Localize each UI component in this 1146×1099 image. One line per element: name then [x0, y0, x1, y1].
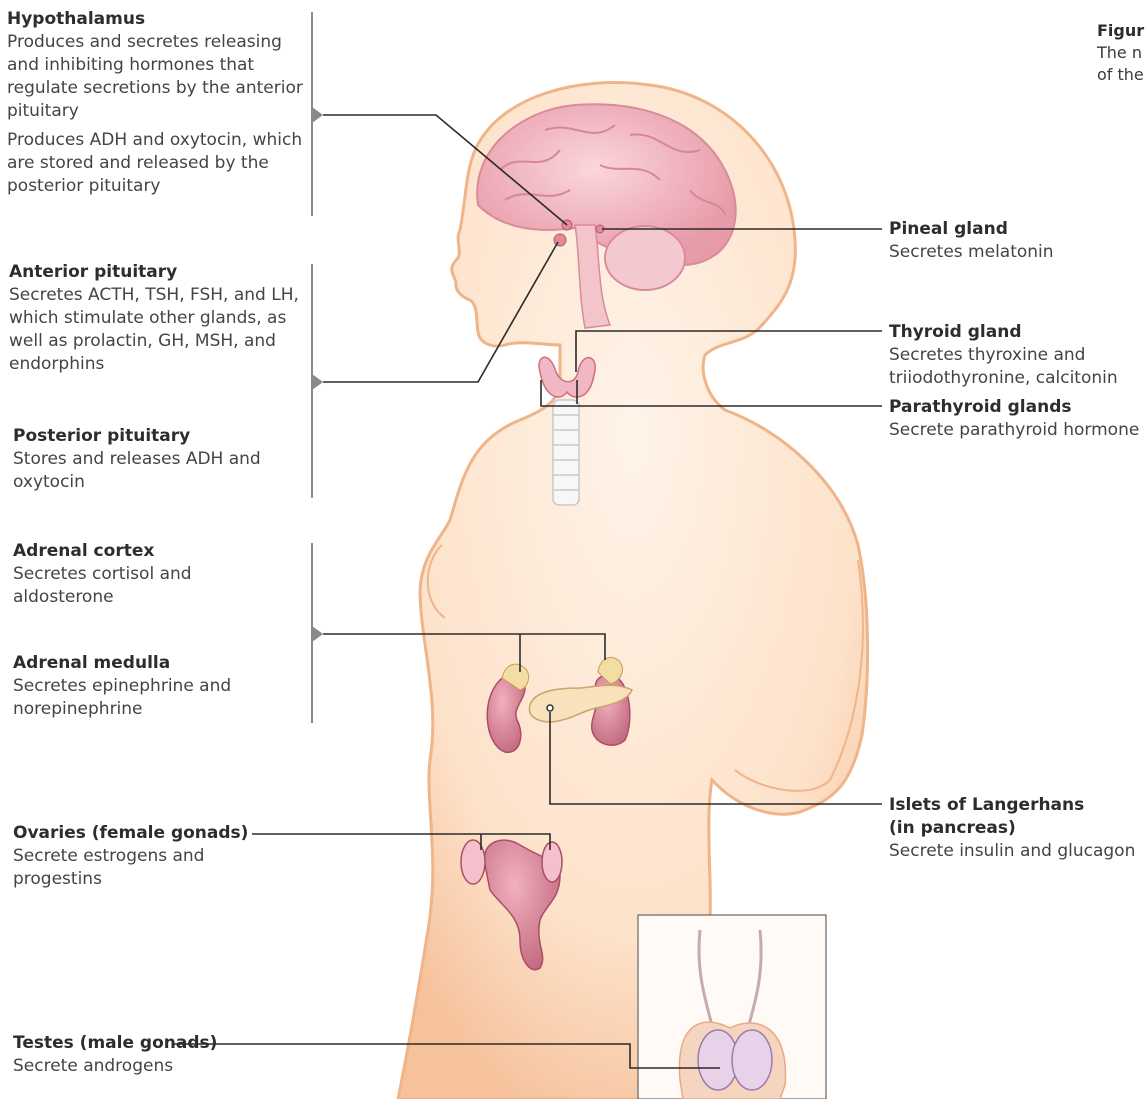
adrenal-cortex-label: Adrenal cortex Secretes cortisol and ald…	[13, 540, 283, 609]
adrenal-cortex-desc: Secretes cortisol and aldosterone	[13, 563, 203, 609]
anterior-pituitary-title: Anterior pituitary	[9, 261, 304, 284]
thyroid-desc: Secretes thyroxine and triiodothyronine,…	[889, 344, 1144, 390]
islets-label: Islets of Langerhans (in pancreas) Secre…	[889, 794, 1146, 863]
testes-label: Testes (male gonads) Secrete androgens	[13, 1032, 253, 1078]
parathyroid-label: Parathyroid glands Secrete parathyroid h…	[889, 396, 1146, 442]
right-testis	[732, 1030, 772, 1090]
parathyroid-desc: Secrete parathyroid hormone	[889, 419, 1146, 442]
hypothalamus-desc1: Produces and secretes releasing and inhi…	[7, 31, 305, 123]
hypothalamus-title: Hypothalamus	[7, 8, 305, 31]
ovaries-title: Ovaries (female gonads)	[13, 822, 253, 845]
thyroid-label: Thyroid gland Secretes thyroxine and tri…	[889, 321, 1144, 390]
parathyroid-title: Parathyroid glands	[889, 396, 1146, 419]
adrenal-medulla-label: Adrenal medulla Secretes epinephrine and…	[13, 652, 283, 721]
hypothalamus-pointer	[312, 107, 323, 123]
adrenal-pointer	[312, 626, 323, 642]
anterior-pituitary-label: Anterior pituitary Secretes ACTH, TSH, F…	[9, 261, 304, 376]
caption-title: Figur	[1097, 20, 1144, 42]
caption-line1: The n	[1097, 42, 1144, 64]
cerebellum	[605, 226, 685, 290]
hypothalamus-label: Hypothalamus Produces and secretes relea…	[7, 8, 305, 198]
pituitary-mark	[554, 234, 566, 246]
pineal-title: Pineal gland	[889, 218, 1144, 241]
pineal-desc: Secretes melatonin	[889, 241, 1144, 264]
islet-mark	[547, 705, 553, 711]
ovaries-desc: Secrete estrogens and progestins	[13, 845, 218, 891]
testes-title: Testes (male gonads)	[13, 1032, 253, 1055]
thyroid-title: Thyroid gland	[889, 321, 1144, 344]
pituitary-pointer	[312, 374, 323, 390]
pituitary-bracket	[311, 264, 313, 498]
caption-line2: of the	[1097, 64, 1144, 86]
hypothalamus-bracket	[311, 12, 313, 216]
islets-title2: (in pancreas)	[889, 817, 1146, 840]
islets-title1: Islets of Langerhans	[889, 794, 1146, 817]
ovaries-label: Ovaries (female gonads) Secrete estrogen…	[13, 822, 253, 891]
islets-desc: Secrete insulin and glucagon	[889, 840, 1146, 863]
testes-desc: Secrete androgens	[13, 1055, 253, 1078]
adrenal-medulla-title: Adrenal medulla	[13, 652, 283, 675]
right-ovary	[542, 842, 562, 882]
posterior-pituitary-title: Posterior pituitary	[13, 425, 303, 448]
adrenal-bracket	[311, 543, 313, 723]
posterior-pituitary-label: Posterior pituitary Stores and releases …	[13, 425, 303, 494]
adrenal-medulla-desc: Secretes epinephrine and norepinephrine	[13, 675, 273, 721]
adrenal-cortex-title: Adrenal cortex	[13, 540, 283, 563]
figure-caption: Figur The n of the	[1097, 20, 1144, 86]
pineal-label: Pineal gland Secretes melatonin	[889, 218, 1144, 264]
anterior-pituitary-desc: Secretes ACTH, TSH, FSH, and LH, which s…	[9, 284, 304, 376]
hypothalamus-desc2: Produces ADH and oxytocin, which are sto…	[7, 129, 305, 198]
trachea	[553, 400, 579, 505]
posterior-pituitary-desc: Stores and releases ADH and oxytocin	[13, 448, 303, 494]
